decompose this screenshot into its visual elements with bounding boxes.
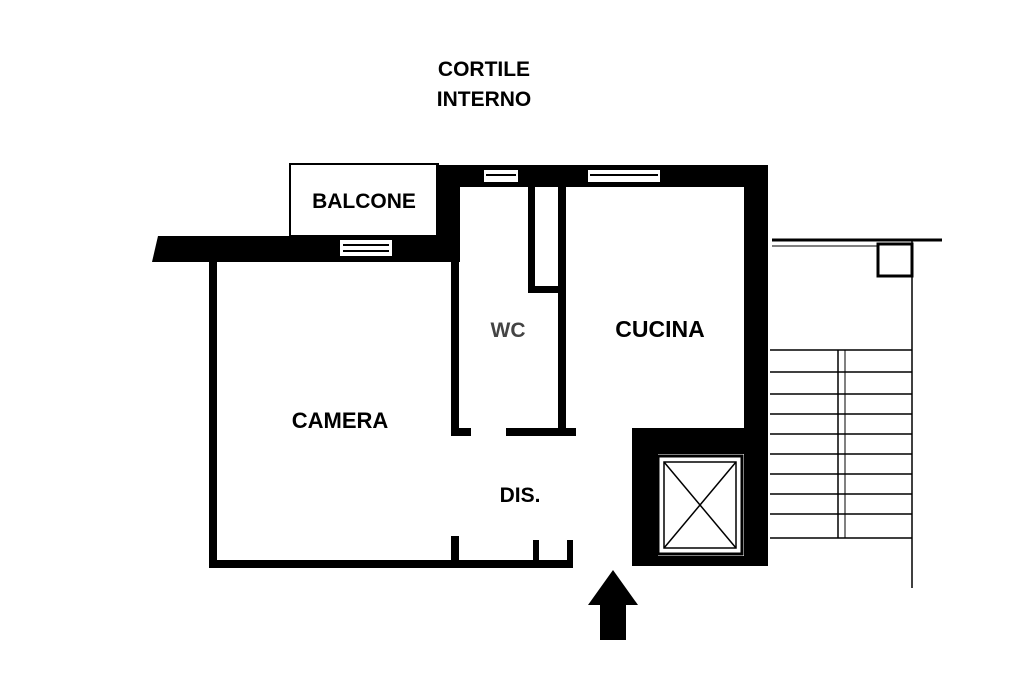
- wall-bottom: [209, 560, 573, 568]
- wall-wc-bottom: [506, 428, 576, 436]
- wall-elevator-left: [632, 428, 658, 566]
- bedroom-label: CAMERA: [292, 408, 389, 433]
- wc-label: WC: [491, 319, 526, 342]
- courtyard-label-line1: CORTILE: [438, 58, 530, 81]
- wall-left-top: [152, 236, 440, 262]
- arrow-up-icon: [588, 570, 638, 640]
- walls: [152, 165, 768, 568]
- courtyard-label-line2: INTERNO: [437, 88, 532, 111]
- wall-shaft-bottom: [528, 286, 564, 293]
- wall-shaft-left: [528, 184, 535, 292]
- elevator-cross-icon: [656, 454, 744, 556]
- balcony: [289, 163, 439, 237]
- kitchen-label: CUCINA: [615, 316, 704, 342]
- door-stub-1: [533, 540, 539, 564]
- balcony-label: BALCONE: [312, 190, 416, 213]
- wall-wc-kitchen: [558, 184, 566, 432]
- wall-camera-door-stub: [451, 428, 471, 436]
- staircase: [770, 238, 942, 588]
- wall-camera-wc: [451, 184, 459, 430]
- wall-elevator-bottom: [632, 556, 768, 566]
- wall-camera-left: [209, 262, 217, 567]
- wall-right: [744, 165, 768, 565]
- hall-label: DIS.: [500, 484, 541, 507]
- window-camera: [340, 240, 392, 256]
- wall-camera-lower: [451, 536, 459, 564]
- door-stub-2: [567, 540, 573, 568]
